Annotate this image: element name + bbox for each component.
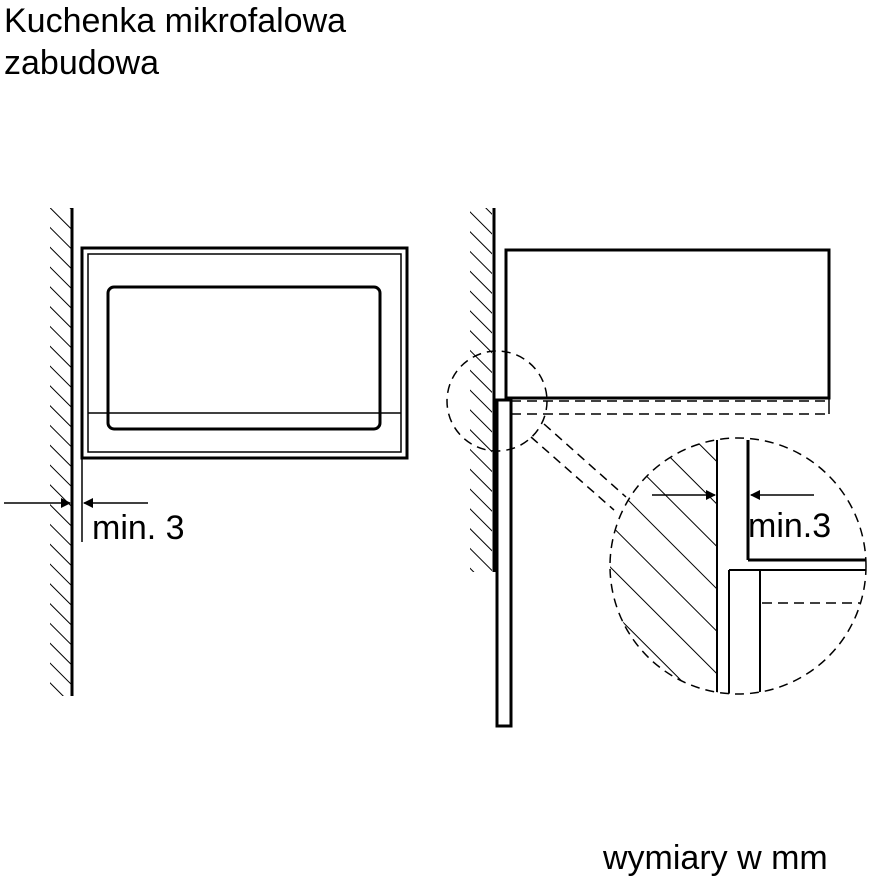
units-note: wymiary w mm — [603, 839, 828, 877]
left-dimension-label: min. 3 — [92, 509, 185, 547]
detail-marker-circle — [446, 350, 548, 452]
detail-circle — [609, 437, 867, 695]
detail-connector-lines — [530, 423, 627, 511]
cabinet-side-panel — [495, 398, 513, 728]
detail-view: min.3 — [609, 437, 867, 695]
left-wall — [50, 208, 74, 696]
detail-dimension-label: min.3 — [748, 507, 831, 545]
title-line-1: Kuchenka mikrofalowa — [4, 2, 347, 40]
microwave-side-view — [504, 248, 831, 415]
microwave-front-view — [80, 246, 409, 460]
left-gap-dimension: min. 3 — [4, 458, 185, 547]
microwave-door-window — [106, 285, 382, 431]
right-wall — [470, 208, 496, 572]
diagram-title: Kuchenka mikrofalowa zabudowa — [4, 0, 346, 84]
title-line-2: zabudowa — [4, 44, 160, 82]
